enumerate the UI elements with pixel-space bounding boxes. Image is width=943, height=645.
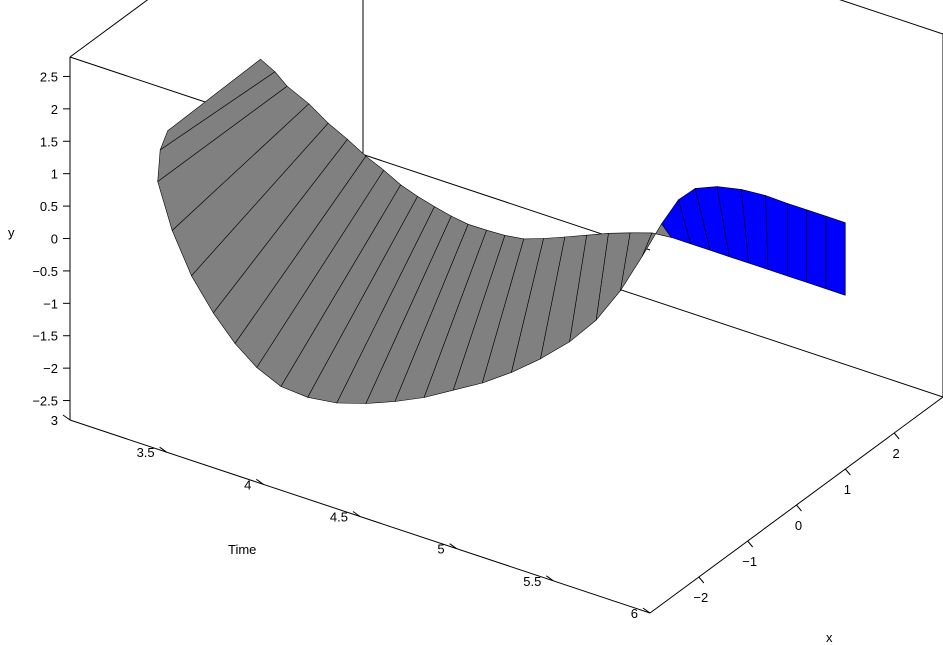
- y-tick-label-5: 0: [51, 232, 58, 247]
- time-tick-mark-6: [642, 607, 651, 614]
- x-tick-mark-3: [844, 468, 851, 476]
- surface-strip-28: [786, 203, 808, 283]
- y-tick-label-3: −1: [43, 296, 58, 311]
- x-tick-label-4: 2: [893, 446, 900, 461]
- time-axis-label: Time: [228, 542, 256, 557]
- x-tick-mark-1: [747, 540, 754, 548]
- y-tick-label-1: −2: [43, 361, 58, 376]
- x-tick-mark-4: [893, 432, 900, 440]
- time-tick-label-1: 3.5: [137, 445, 155, 460]
- time-tick-mark-3: [352, 511, 361, 517]
- time-tick-mark-2: [256, 478, 264, 485]
- time-tick-mark-1: [159, 446, 167, 453]
- time-tick-mark-4: [449, 543, 457, 550]
- time-axis-ticks: 3 3.5 4 4.5 5 5.5 6: [51, 413, 651, 621]
- time-tick-label-6: 6: [631, 606, 638, 621]
- x-axis-label: x: [826, 630, 833, 645]
- time-tick-mark-5: [546, 575, 554, 582]
- time-tick-label-3: 4.5: [330, 510, 348, 525]
- time-tick-label-0: 3: [51, 413, 58, 428]
- y-tick-label-9: 2: [51, 102, 58, 117]
- x-tick-label-3: 1: [844, 482, 851, 497]
- time-tick-mark-0: [62, 414, 71, 421]
- x-axis-ticks: −2 −1 0 1 2: [693, 432, 900, 605]
- box-edge-1: [69, 0, 149, 58]
- y-tick-label-8: 1.5: [40, 134, 58, 149]
- x-tick-mark-2: [796, 504, 802, 512]
- y-tick-label-6: 0.5: [40, 199, 58, 214]
- y-tick-label-7: 1: [51, 167, 58, 182]
- time-tick-label-5: 5.5: [523, 574, 541, 589]
- x-tick-label-0: −2: [693, 590, 708, 605]
- x-tick-mark-0: [698, 576, 705, 584]
- y-tick-label-0: −2.5: [32, 394, 58, 409]
- y-tick-label-2: −1.5: [32, 329, 58, 344]
- surface-strip-30: [825, 215, 846, 296]
- x-tick-label-1: −1: [742, 554, 757, 569]
- surface-strip-27: [765, 195, 788, 277]
- time-tick-label-4: 5: [437, 542, 444, 557]
- x-tick-label-2: 0: [795, 518, 802, 533]
- box-edge-4: [839, 0, 943, 35]
- y-axis-ticks: −2.5 −2 −1.5 −1 −0.5 0 0.5 1 1.5 2 2.5: [32, 69, 70, 409]
- surface-ribbon: [157, 58, 846, 404]
- surface-strip-29: [806, 209, 827, 290]
- time-tick-label-2: 4: [244, 477, 251, 492]
- y-tick-label-4: −0.5: [32, 264, 58, 279]
- y-tick-label-10: 2.5: [40, 69, 58, 84]
- y-axis-label: y: [8, 225, 15, 240]
